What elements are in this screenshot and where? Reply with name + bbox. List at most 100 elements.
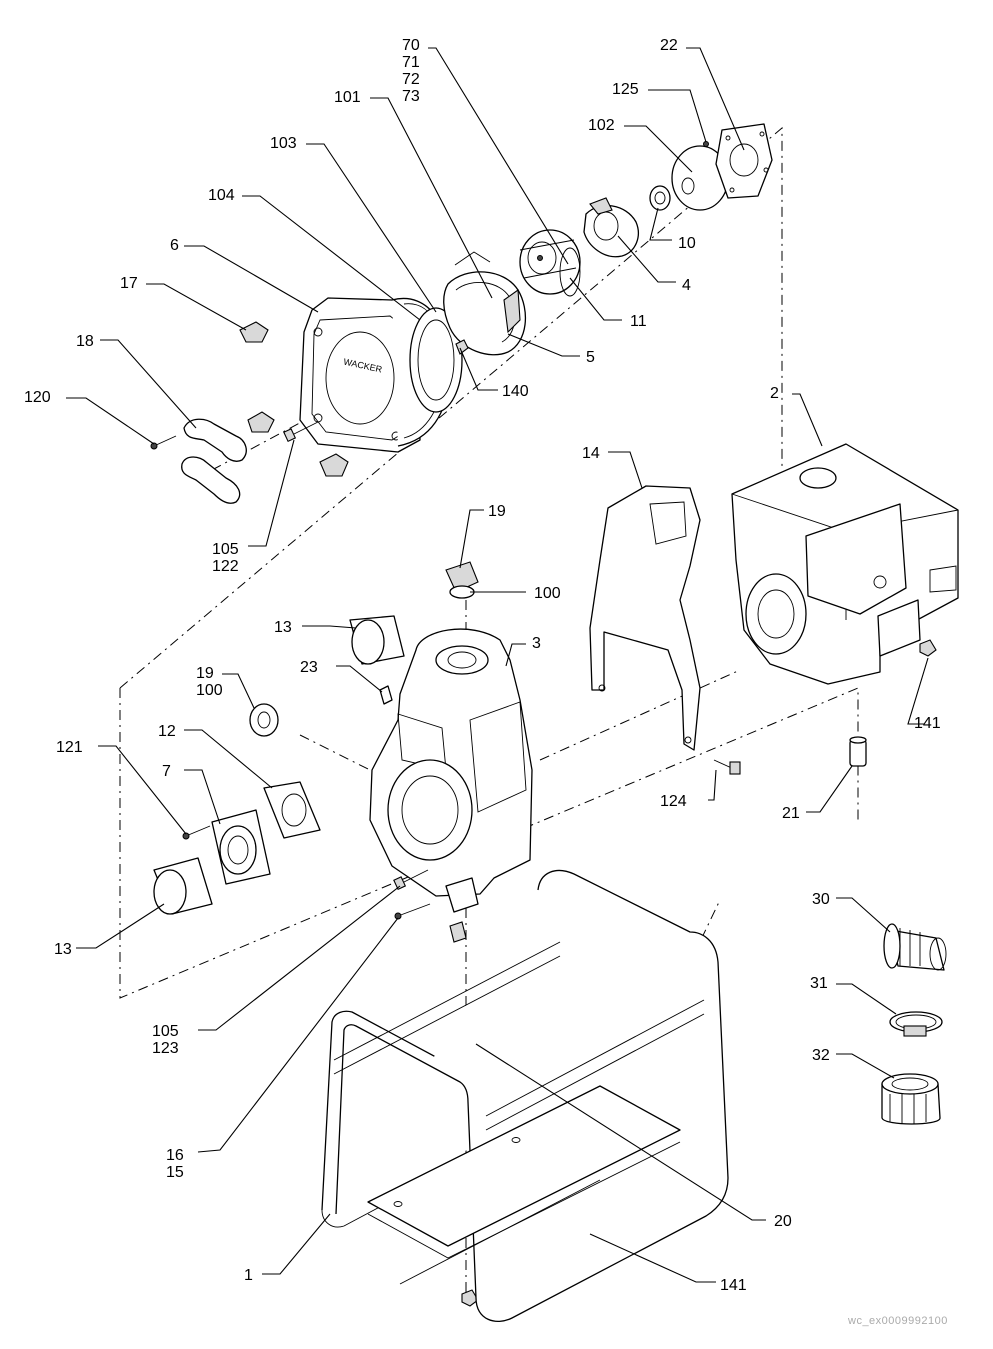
callout-number: 103 xyxy=(270,135,297,152)
callout-number: 102 xyxy=(588,117,615,134)
callout-6: 6 xyxy=(170,237,179,254)
frame-part-1 xyxy=(321,869,729,1322)
callout-10: 10 xyxy=(678,235,696,252)
rubber-mount-part-21 xyxy=(849,736,867,767)
callout-30: 30 xyxy=(812,891,830,908)
callout-number: 15 xyxy=(166,1164,184,1181)
callout-number: 120 xyxy=(24,389,51,406)
callout-number: 19 xyxy=(196,665,214,682)
callout-number: 70 xyxy=(402,37,420,54)
callout-number: 123 xyxy=(152,1040,179,1057)
callout-number: 19 xyxy=(488,503,506,520)
callout-20: 20 xyxy=(774,1213,792,1230)
callout-19: 19 xyxy=(488,503,506,520)
callout-11: 11 xyxy=(630,313,647,330)
engine-part-2 xyxy=(731,443,959,685)
callout-1: 1 xyxy=(244,1267,253,1284)
callout-22: 22 xyxy=(660,37,678,54)
callout-number: 23 xyxy=(300,659,318,676)
callout-number: 18 xyxy=(76,333,94,350)
gasket-part-12 xyxy=(263,781,321,839)
callout-17: 17 xyxy=(120,275,138,292)
callout-104: 104 xyxy=(208,187,235,204)
callout-number: 12 xyxy=(158,723,176,740)
callout-14: 14 xyxy=(582,445,600,462)
callout-125: 125 xyxy=(612,81,639,98)
hose-connector-part-13-upper xyxy=(349,615,405,665)
callout-18: 18 xyxy=(76,333,94,350)
callout-number: 105 xyxy=(212,541,239,558)
callout-number: 5 xyxy=(586,349,595,366)
callout-102: 102 xyxy=(588,117,615,134)
bolt-part-121 xyxy=(182,825,211,840)
callout-number: 10 xyxy=(678,235,696,252)
leader-lines xyxy=(66,47,929,1283)
callout-number: 6 xyxy=(170,237,179,254)
callout-number: 125 xyxy=(612,81,639,98)
callout-number: 122 xyxy=(212,558,239,575)
callout-141: 141 xyxy=(914,715,941,732)
callout-number: 11 xyxy=(630,313,647,330)
housing-ring-part-103 xyxy=(409,307,463,413)
callout-number: 121 xyxy=(56,739,83,756)
handle-part-18 xyxy=(181,418,247,504)
stud-part-16 xyxy=(394,903,431,920)
callout-13: 13 xyxy=(54,941,72,958)
seal-ring-part-10 xyxy=(649,185,671,211)
callout-number: 13 xyxy=(274,619,292,636)
nut-part-141-upper xyxy=(919,639,937,657)
callout-103: 103 xyxy=(270,135,297,152)
plug-part-23 xyxy=(379,685,393,705)
callout-7: 7 xyxy=(162,763,171,780)
callout-number: 140 xyxy=(502,383,529,400)
callout-number: 104 xyxy=(208,187,235,204)
image-id-watermark: wc_ex0009992100 xyxy=(847,1315,948,1327)
hose-connector-part-13-lower xyxy=(153,857,213,915)
callout-number: 100 xyxy=(196,682,223,699)
seal-part-4 xyxy=(583,197,639,258)
callout-number: 14 xyxy=(582,445,600,462)
flange-plate-part-22 xyxy=(715,123,773,199)
callout-12: 12 xyxy=(158,723,176,740)
callout-number: 100 xyxy=(534,585,561,602)
callout-number: 17 xyxy=(120,275,138,292)
wear-plate-part-5 xyxy=(443,251,527,356)
callout-2: 2 xyxy=(770,385,779,402)
pump-cover-part-6: WACKER xyxy=(299,297,421,453)
suction-flange-part-7 xyxy=(211,809,271,885)
callout-32: 32 xyxy=(812,1047,830,1064)
bracket-part-14 xyxy=(589,485,701,751)
callout-number: 73 xyxy=(402,88,420,105)
screw-part-125 xyxy=(703,141,709,147)
callout-number: 20 xyxy=(774,1213,792,1230)
shim-part-11 xyxy=(559,247,581,297)
callout-number: 71 xyxy=(402,54,420,71)
bolt-part-124 xyxy=(713,759,741,775)
callout-141: 141 xyxy=(720,1277,747,1294)
callout-23: 23 xyxy=(300,659,318,676)
callout-number: 72 xyxy=(402,71,420,88)
callout-number: 22 xyxy=(660,37,678,54)
callout-number: 7 xyxy=(162,763,171,780)
callout-number: 13 xyxy=(54,941,72,958)
pump-housing-part-3 xyxy=(369,628,533,943)
callout-101: 101 xyxy=(334,89,361,106)
callout-124: 124 xyxy=(660,793,687,810)
callout-121: 121 xyxy=(56,739,83,756)
hose-connector-part-30 xyxy=(883,923,947,971)
bolt-part-120 xyxy=(150,435,177,450)
callout-3: 3 xyxy=(532,635,541,652)
callout-13: 13 xyxy=(274,619,292,636)
callout-31: 31 xyxy=(810,975,828,992)
fill-plug-part-19-top xyxy=(445,561,479,599)
nut-part-140 xyxy=(455,339,469,355)
callout-number: 101 xyxy=(334,89,361,106)
callout-100: 100 xyxy=(534,585,561,602)
